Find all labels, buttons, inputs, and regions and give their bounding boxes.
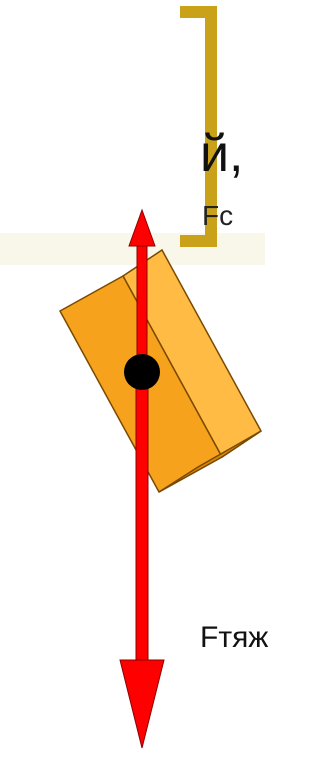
text-fragment-line1: й, <box>200 125 244 183</box>
gravity-force-label: Fтяж <box>200 621 269 654</box>
text-fragment-line2: Fc <box>202 200 234 231</box>
down-arrow-icon <box>119 359 165 749</box>
bracket-shape <box>180 6 217 247</box>
pivot-point-icon <box>124 354 160 390</box>
brick-side-face <box>158 430 262 493</box>
brick-shape <box>58 248 262 494</box>
